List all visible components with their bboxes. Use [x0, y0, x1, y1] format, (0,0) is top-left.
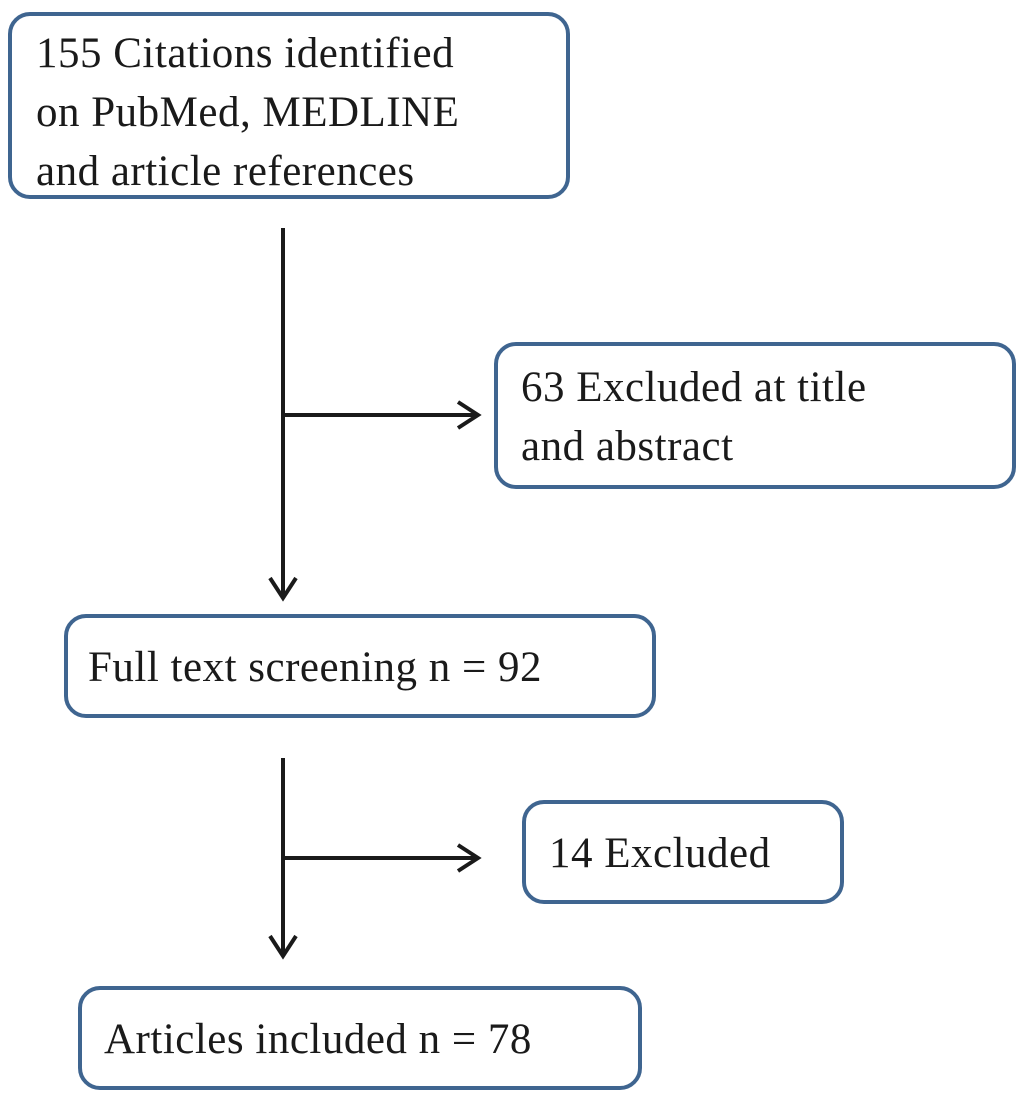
citations-identified-box: 155 Citations identified on PubMed, MEDL… — [8, 12, 570, 199]
excluded-title-abstract-box: 63 Excluded at title and abstract — [494, 342, 1016, 489]
full-text-screening-label: Full text screening n = 92 — [88, 644, 543, 691]
articles-included-box: Articles included n = 78 — [78, 986, 642, 1090]
excluded-full-text-box: 14 Excluded — [522, 800, 844, 904]
articles-included-label: Articles included n = 78 — [104, 1016, 532, 1063]
citations-line-1: 155 Citations identified — [36, 30, 455, 77]
excluded-title-abstract-line-1: 63 Excluded at title — [521, 364, 867, 411]
full-text-screening-box: Full text screening n = 92 — [64, 614, 656, 718]
arrowhead-down-to-full-text — [268, 576, 298, 602]
arrowhead-to-excluded-full-text — [456, 843, 482, 873]
arrowhead-down-to-included — [268, 934, 298, 960]
excluded-title-abstract-line-2: and abstract — [521, 423, 734, 470]
arrowhead-to-excluded-title-abstract — [456, 400, 482, 430]
citations-line-3: and article references — [36, 148, 415, 195]
citations-line-2: on PubMed, MEDLINE — [36, 89, 460, 136]
excluded-full-text-label: 14 Excluded — [549, 830, 771, 877]
